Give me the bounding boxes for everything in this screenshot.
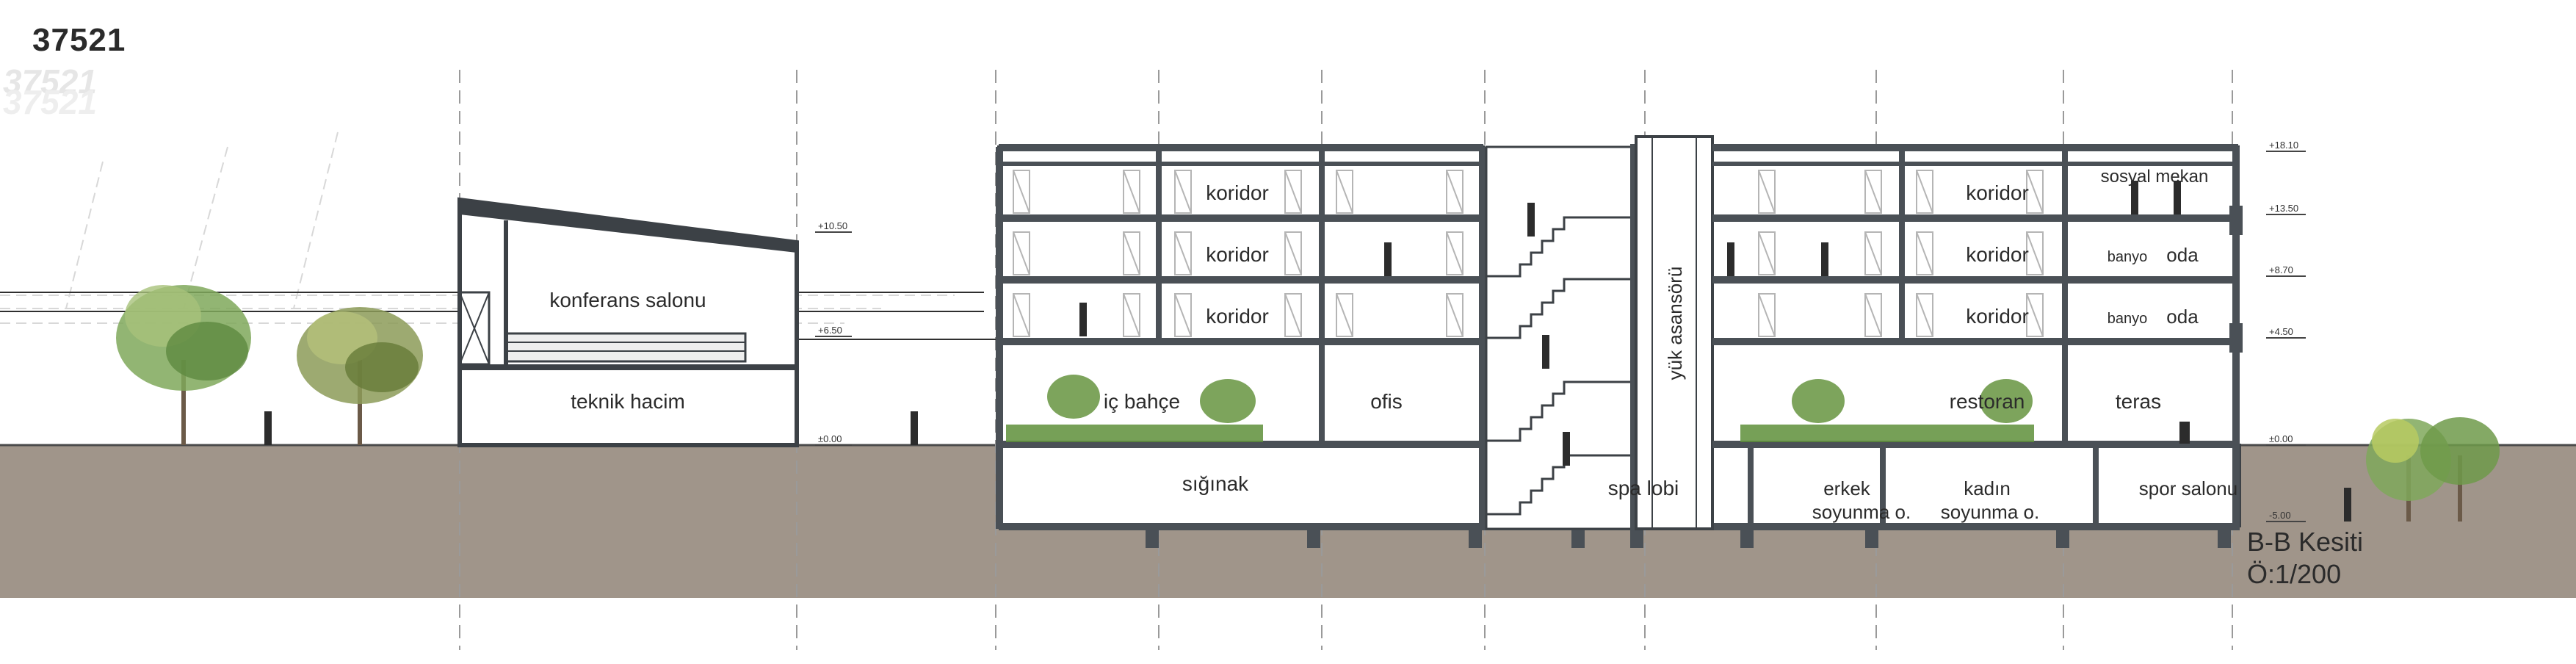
- elevator-shaft: [1635, 135, 1714, 530]
- room-labels: konferans salonu teknik hacim koridor korid…: [549, 167, 2237, 523]
- level-labels: +18.10 +13.50 +8.70 +4.50 ±0.00 +10.50 +6.50 ±0…: [818, 140, 2298, 521]
- sheet-number-ghost-2: 37521: [3, 83, 97, 121]
- level-mark: +4.50: [2269, 326, 2293, 337]
- level-mark: ±0.00: [818, 433, 842, 444]
- level-mark: +13.50: [2269, 203, 2298, 214]
- trees: [116, 285, 2500, 522]
- conference-block: [457, 197, 799, 447]
- room-label: koridor: [1966, 181, 2029, 204]
- room-label: iç bahçe: [1104, 390, 1180, 413]
- grass: [1006, 425, 2034, 442]
- level-mark: +18.10: [2269, 140, 2298, 151]
- room-label: teras: [2116, 390, 2161, 413]
- level-mark: +8.70: [2269, 264, 2293, 275]
- room-label: spa lobi: [1608, 477, 1679, 499]
- sheet-number: 37521: [32, 22, 126, 58]
- room-label: yük asansörü: [1664, 267, 1686, 380]
- tree: [2420, 417, 2500, 522]
- people: [264, 181, 2351, 522]
- section-title: B-B Kesiti: [2247, 527, 2364, 557]
- courtyard-trees: [1047, 375, 2033, 423]
- room-label: spor salonu: [2139, 477, 2237, 499]
- room-label: konferans salonu: [549, 289, 706, 311]
- room-label: soyunma o.: [1941, 501, 2039, 523]
- room-label: kadın: [1964, 477, 2011, 499]
- window-frames: [1013, 170, 2044, 337]
- section-title-block: B-B Kesiti Ö:1/200: [2247, 526, 2363, 591]
- room-label: restoran: [1950, 390, 2025, 413]
- room-label: koridor: [1206, 181, 1269, 204]
- level-mark: +6.50: [818, 325, 842, 336]
- room-label: koridor: [1966, 305, 2029, 328]
- room-label: oda: [2166, 306, 2199, 328]
- room-label: erkek: [1823, 477, 1871, 499]
- section-scale: Ö:1/200: [2247, 559, 2342, 589]
- room-label: ofis: [1370, 390, 1403, 413]
- stair-core: [1485, 145, 1635, 530]
- level-mark: +10.50: [818, 220, 847, 231]
- room-label: koridor: [1966, 243, 2029, 266]
- tree: [297, 307, 423, 445]
- room-label: soyunma o.: [1812, 501, 1911, 523]
- room-label: banyo: [2108, 311, 2148, 327]
- room-label: koridor: [1206, 243, 1269, 266]
- room-label: teknik hacim: [571, 390, 685, 413]
- room-label: sosyal mekan: [2101, 167, 2209, 187]
- tree: [116, 285, 251, 445]
- level-markers: [815, 151, 2306, 522]
- sheet-number-ghost: 37521: [3, 62, 97, 101]
- room-label: koridor: [1206, 305, 1269, 328]
- room-label: oda: [2166, 244, 2199, 266]
- level-mark: ±0.00: [2269, 433, 2293, 444]
- room-label: sığınak: [1182, 472, 1249, 495]
- room-label: banyo: [2108, 249, 2148, 265]
- level-mark: -5.00: [2269, 510, 2291, 521]
